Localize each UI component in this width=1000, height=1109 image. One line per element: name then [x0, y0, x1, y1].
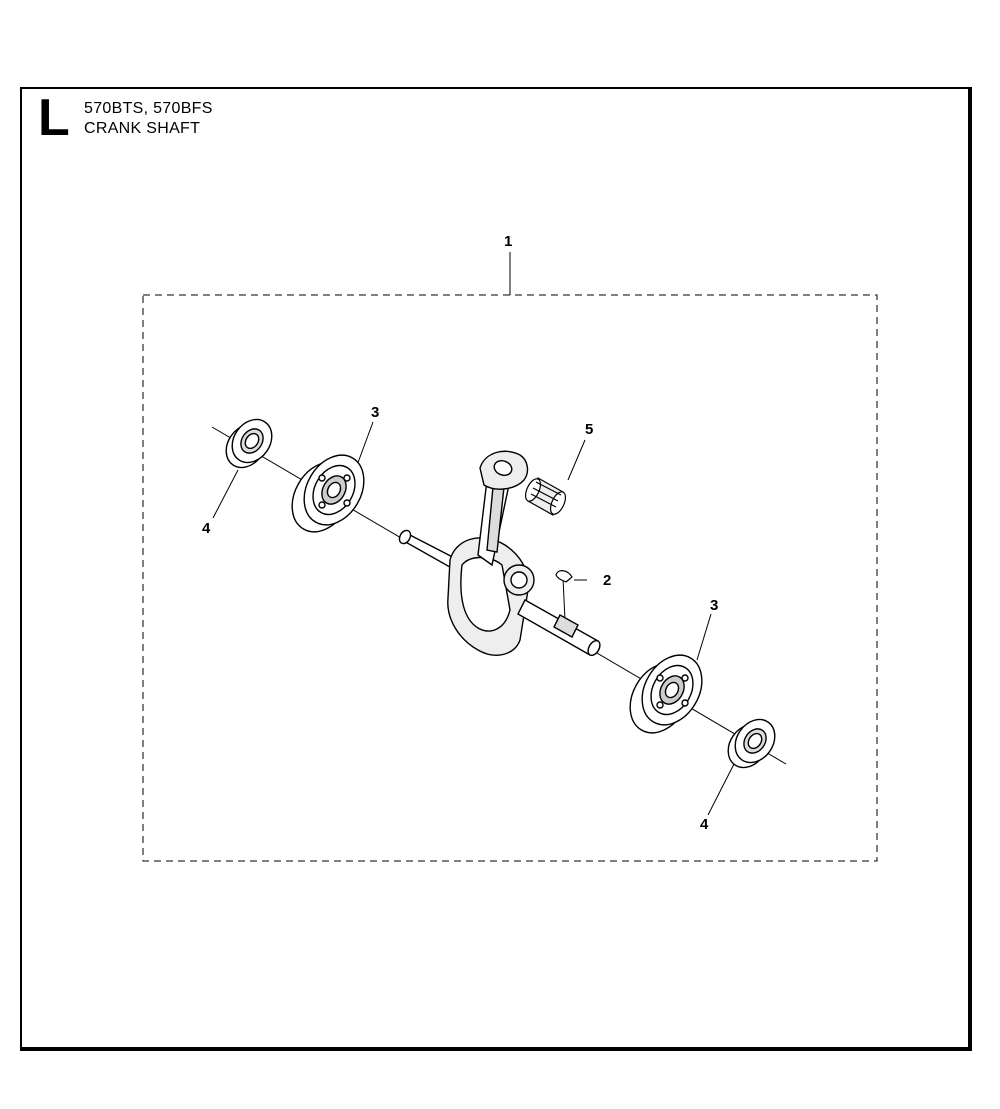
- callout-3-right: 3: [710, 597, 718, 614]
- leader-5: [567, 439, 586, 481]
- callout-5: 5: [585, 421, 593, 438]
- ball-bearing-left: [291, 454, 365, 533]
- leader-3-right: [696, 613, 712, 661]
- woodruff-key: [555, 570, 573, 583]
- model-numbers: 570BTS, 570BFS: [84, 100, 213, 117]
- callout-4-right: 4: [700, 816, 709, 833]
- leader-4-left: [212, 469, 239, 519]
- callout-1: 1: [504, 233, 512, 250]
- section-letter: L: [38, 89, 70, 147]
- leader-3-left: [355, 421, 374, 469]
- callout-4-left: 4: [202, 520, 211, 537]
- needle-bearing: [524, 477, 567, 516]
- callout-3-left: 3: [371, 404, 379, 421]
- seal-ring-right: [727, 718, 776, 769]
- ball-bearing-right: [629, 654, 703, 734]
- callout-2: 2: [603, 572, 611, 589]
- seal-ring-left: [225, 418, 273, 469]
- crankshaft: [398, 450, 601, 657]
- leader-2-drop: [562, 577, 566, 621]
- leader-4-right: [707, 763, 735, 816]
- section-title: CRANK SHAFT: [84, 120, 201, 137]
- page-frame: [20, 87, 972, 1051]
